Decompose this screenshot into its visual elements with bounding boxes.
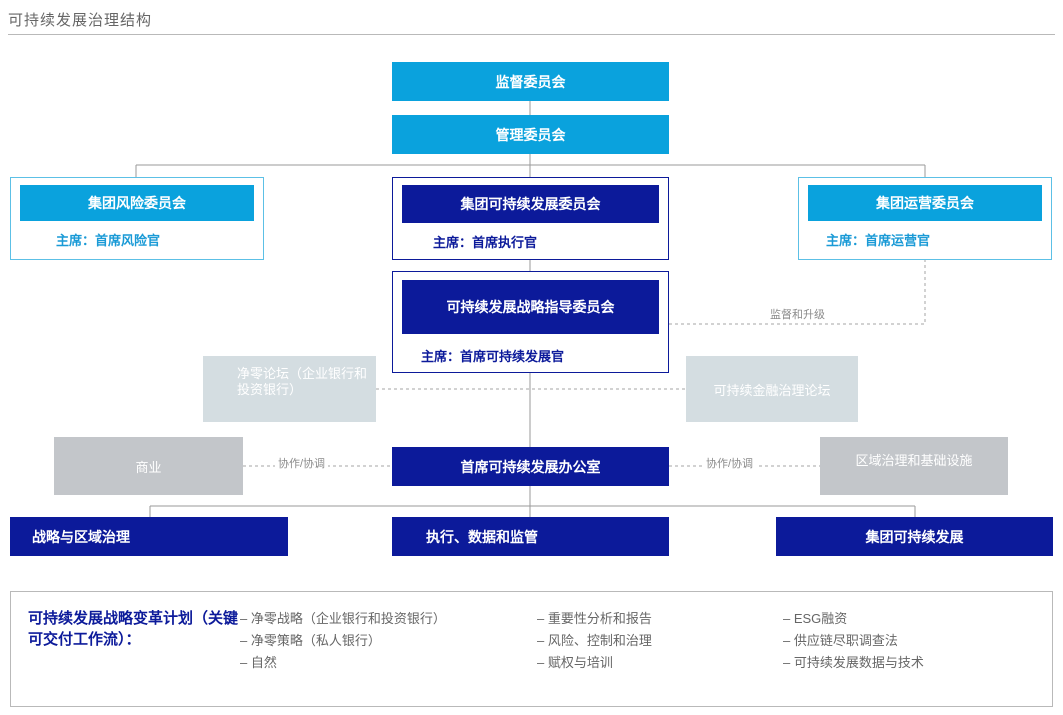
operations-committee-chair: 主席：首席运营官 xyxy=(826,233,931,248)
legend-item: – 可持续发展数据与技术 xyxy=(783,655,924,670)
legend-column-2: – 重要性分析和报告 – 风险、控制和治理 – 赋权与培训 xyxy=(537,608,652,674)
execution-data-box: 执行、数据和监管 xyxy=(392,517,669,556)
workstream-legend xyxy=(10,591,1053,707)
legend-item: – 风险、控制和治理 xyxy=(537,633,652,648)
legend-item: – 净零策略（私人银行） xyxy=(240,633,381,648)
sustainability-office-box: 首席可持续发展办公室 xyxy=(392,447,669,486)
legend-item: – ESG融资 xyxy=(783,611,848,626)
group-sustainability-box: 集团可持续发展 xyxy=(776,517,1053,556)
risk-committee-box: 集团风险委员会 xyxy=(20,185,254,221)
operations-committee-box: 集团运营委员会 xyxy=(808,185,1042,221)
steering-committee-box: 可持续发展战略指导委员会 xyxy=(402,280,659,334)
sustainable-finance-forum-box: 可持续金融治理论坛 xyxy=(686,356,858,422)
net-zero-forum-box: 净零论坛（企业银行和投资银行） xyxy=(203,356,376,422)
strategy-regional-box: 战略与区域治理 xyxy=(10,517,288,556)
legend-item: – 净零战略（企业银行和投资银行） xyxy=(240,611,446,626)
legend-title: 可持续发展战略变革计划（关键可交付工作流）： xyxy=(28,610,239,648)
legend-column-3: – ESG融资 – 供应链尽职调查法 – 可持续发展数据与技术 xyxy=(783,608,924,674)
legend-item: – 自然 xyxy=(240,655,277,670)
regional-infrastructure-box: 区域治理和基础设施 xyxy=(820,437,1008,495)
steering-committee-chair: 主席：首席可持续发展官 xyxy=(421,349,565,364)
oversight-label: 监督和升级 xyxy=(767,306,828,322)
sustainability-committee-box: 集团可持续发展委员会 xyxy=(402,185,659,223)
legend-item: – 赋权与培训 xyxy=(537,655,613,670)
risk-committee-chair: 主席：首席风险官 xyxy=(56,233,161,248)
legend-column-1: – 净零战略（企业银行和投资银行） – 净零策略（私人银行） – 自然 xyxy=(240,608,446,674)
business-box: 商业 xyxy=(54,437,243,495)
oversight-link xyxy=(669,259,926,325)
page-title: 可持续发展治理结构 xyxy=(8,12,153,29)
management-board-box: 管理委员会 xyxy=(392,115,669,154)
sustainability-committee-chair: 主席：首席执行官 xyxy=(433,235,538,250)
title-divider xyxy=(8,34,1055,35)
supervisory-board-box: 监督委员会 xyxy=(392,62,669,101)
coop-label-right: 协作/协调 xyxy=(703,455,757,471)
legend-item: – 供应链尽职调查法 xyxy=(783,633,898,648)
coop-label-left: 协作/协调 xyxy=(275,455,329,471)
legend-item: – 重要性分析和报告 xyxy=(537,611,652,626)
